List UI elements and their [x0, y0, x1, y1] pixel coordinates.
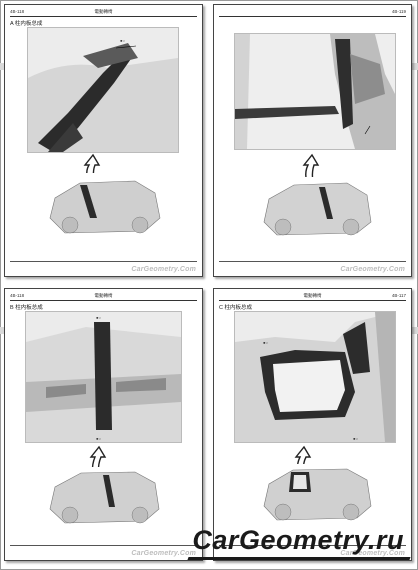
manual-page-1: 4B-118 電動轉椅 A 柱内板总成 ●○ CarGeometry.Com [4, 4, 203, 277]
body-shell-figure [259, 177, 374, 242]
manual-page-3: 4B-118 電動轉椅 B 柱内板总成 ●○ ●○ CarGeometry.Co… [4, 288, 203, 561]
page-watermark: CarGeometry.Com [131, 266, 196, 273]
page-number: 4B-119 [391, 9, 406, 14]
manual-page-2: 4B-119 CarGeometry.Com [213, 4, 412, 277]
pillar-detail-figure: ●○ [27, 27, 179, 153]
section-title: B 柱内板总成 [10, 305, 43, 311]
svg-text:●○: ●○ [96, 436, 101, 441]
body-shell-figure [45, 467, 165, 529]
right-page-tab-lower[interactable] [410, 327, 418, 334]
section-title: A 柱内板总成 [10, 21, 43, 27]
page-number: 4B-117 [391, 293, 406, 298]
page-number: 4B-118 [10, 9, 25, 14]
right-page-tab[interactable] [410, 63, 418, 70]
page-watermark: CarGeometry.Com [340, 266, 405, 273]
section-title: C 柱内板总成 [219, 305, 253, 311]
page-chapter: 電動轉椅 [94, 9, 113, 14]
manual-page-4: 電動轉椅 4B-117 C 柱内板总成 ●○ ●○ CarGeometry.Co… [213, 288, 412, 561]
site-watermark: CarGeometry.ru [192, 525, 404, 555]
svg-text:●○: ●○ [353, 436, 358, 441]
pillar-detail-figure: ●○ ●○ [25, 311, 182, 443]
page-chapter: 電動轉椅 [94, 293, 113, 298]
page-chapter: 電動轉椅 [303, 293, 322, 298]
page-number: 4B-118 [10, 293, 25, 298]
pillar-detail-figure [234, 33, 396, 150]
svg-text:●○: ●○ [263, 340, 268, 345]
svg-text:●○: ●○ [96, 315, 101, 320]
pillar-detail-figure: ●○ ●○ [234, 311, 396, 443]
svg-text:●○: ●○ [120, 38, 125, 43]
page-watermark: CarGeometry.Com [131, 550, 196, 557]
body-shell-figure [45, 173, 165, 241]
body-shell-figure [259, 464, 377, 526]
